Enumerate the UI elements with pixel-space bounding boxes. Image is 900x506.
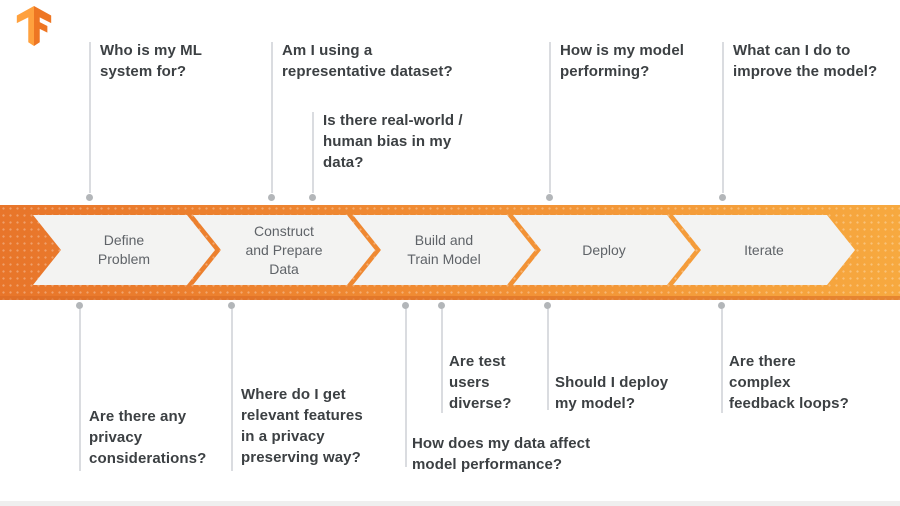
stage-deploy: Deploy bbox=[513, 215, 695, 285]
stage-label: Define Problem bbox=[97, 232, 151, 267]
stage-label: Deploy bbox=[582, 241, 626, 258]
question-text: What can I do to improve the model? bbox=[733, 42, 878, 80]
connector-line bbox=[312, 112, 314, 193]
stage-label: Construct and Prepare Data bbox=[245, 222, 323, 277]
stage-label: Build and Train Model bbox=[407, 232, 481, 267]
connector-dot bbox=[228, 302, 235, 309]
question-text: Am I using a representative dataset? bbox=[282, 42, 453, 80]
connector-dot bbox=[268, 194, 275, 201]
connector-dot bbox=[86, 194, 93, 201]
stage-build-train-model: Build and Train Model bbox=[353, 215, 535, 285]
connector-dot bbox=[546, 194, 553, 201]
connector-line bbox=[441, 309, 443, 413]
stage-label: Iterate bbox=[744, 241, 784, 258]
connector-line bbox=[549, 42, 551, 193]
stage-iterate: Iterate bbox=[673, 215, 855, 285]
connector-dot bbox=[438, 302, 445, 309]
question-text: Are there complex feedback loops? bbox=[729, 353, 849, 412]
workflow-stages: Define Problem Construct and Prepare Dat… bbox=[33, 215, 855, 285]
connector-dot bbox=[76, 302, 83, 309]
question-text: Are there any privacy considerations? bbox=[89, 408, 207, 467]
banner-bottom-stripe bbox=[0, 296, 900, 300]
connector-line bbox=[405, 309, 407, 467]
connector-line bbox=[79, 309, 81, 471]
connector-dot bbox=[309, 194, 316, 201]
question-text: Should I deploy my model? bbox=[555, 374, 669, 412]
slide-bottom-edge bbox=[0, 501, 900, 506]
question-text: Who is my ML system for? bbox=[100, 42, 203, 80]
connector-dot bbox=[402, 302, 409, 309]
tensorflow-logo-icon bbox=[16, 5, 52, 47]
question-text: How does my data affect model performanc… bbox=[412, 435, 591, 473]
connector-dot bbox=[544, 302, 551, 309]
question-text: Is there real-world / human bias in my d… bbox=[323, 112, 463, 171]
connector-line bbox=[721, 309, 723, 413]
connector-dot bbox=[718, 302, 725, 309]
connector-line bbox=[722, 42, 724, 193]
question-text: Where do I get relevant features in a pr… bbox=[241, 386, 363, 466]
stage-construct-prepare-data: Construct and Prepare Data bbox=[193, 215, 375, 285]
connector-line bbox=[89, 42, 91, 193]
question-text: How is my model performing? bbox=[560, 42, 685, 80]
connector-dot bbox=[719, 194, 726, 201]
stage-define-problem: Define Problem bbox=[33, 215, 215, 285]
question-text: Are test users diverse? bbox=[449, 353, 512, 412]
connector-line bbox=[271, 42, 273, 193]
connector-line bbox=[547, 309, 549, 410]
connector-line bbox=[231, 309, 233, 471]
